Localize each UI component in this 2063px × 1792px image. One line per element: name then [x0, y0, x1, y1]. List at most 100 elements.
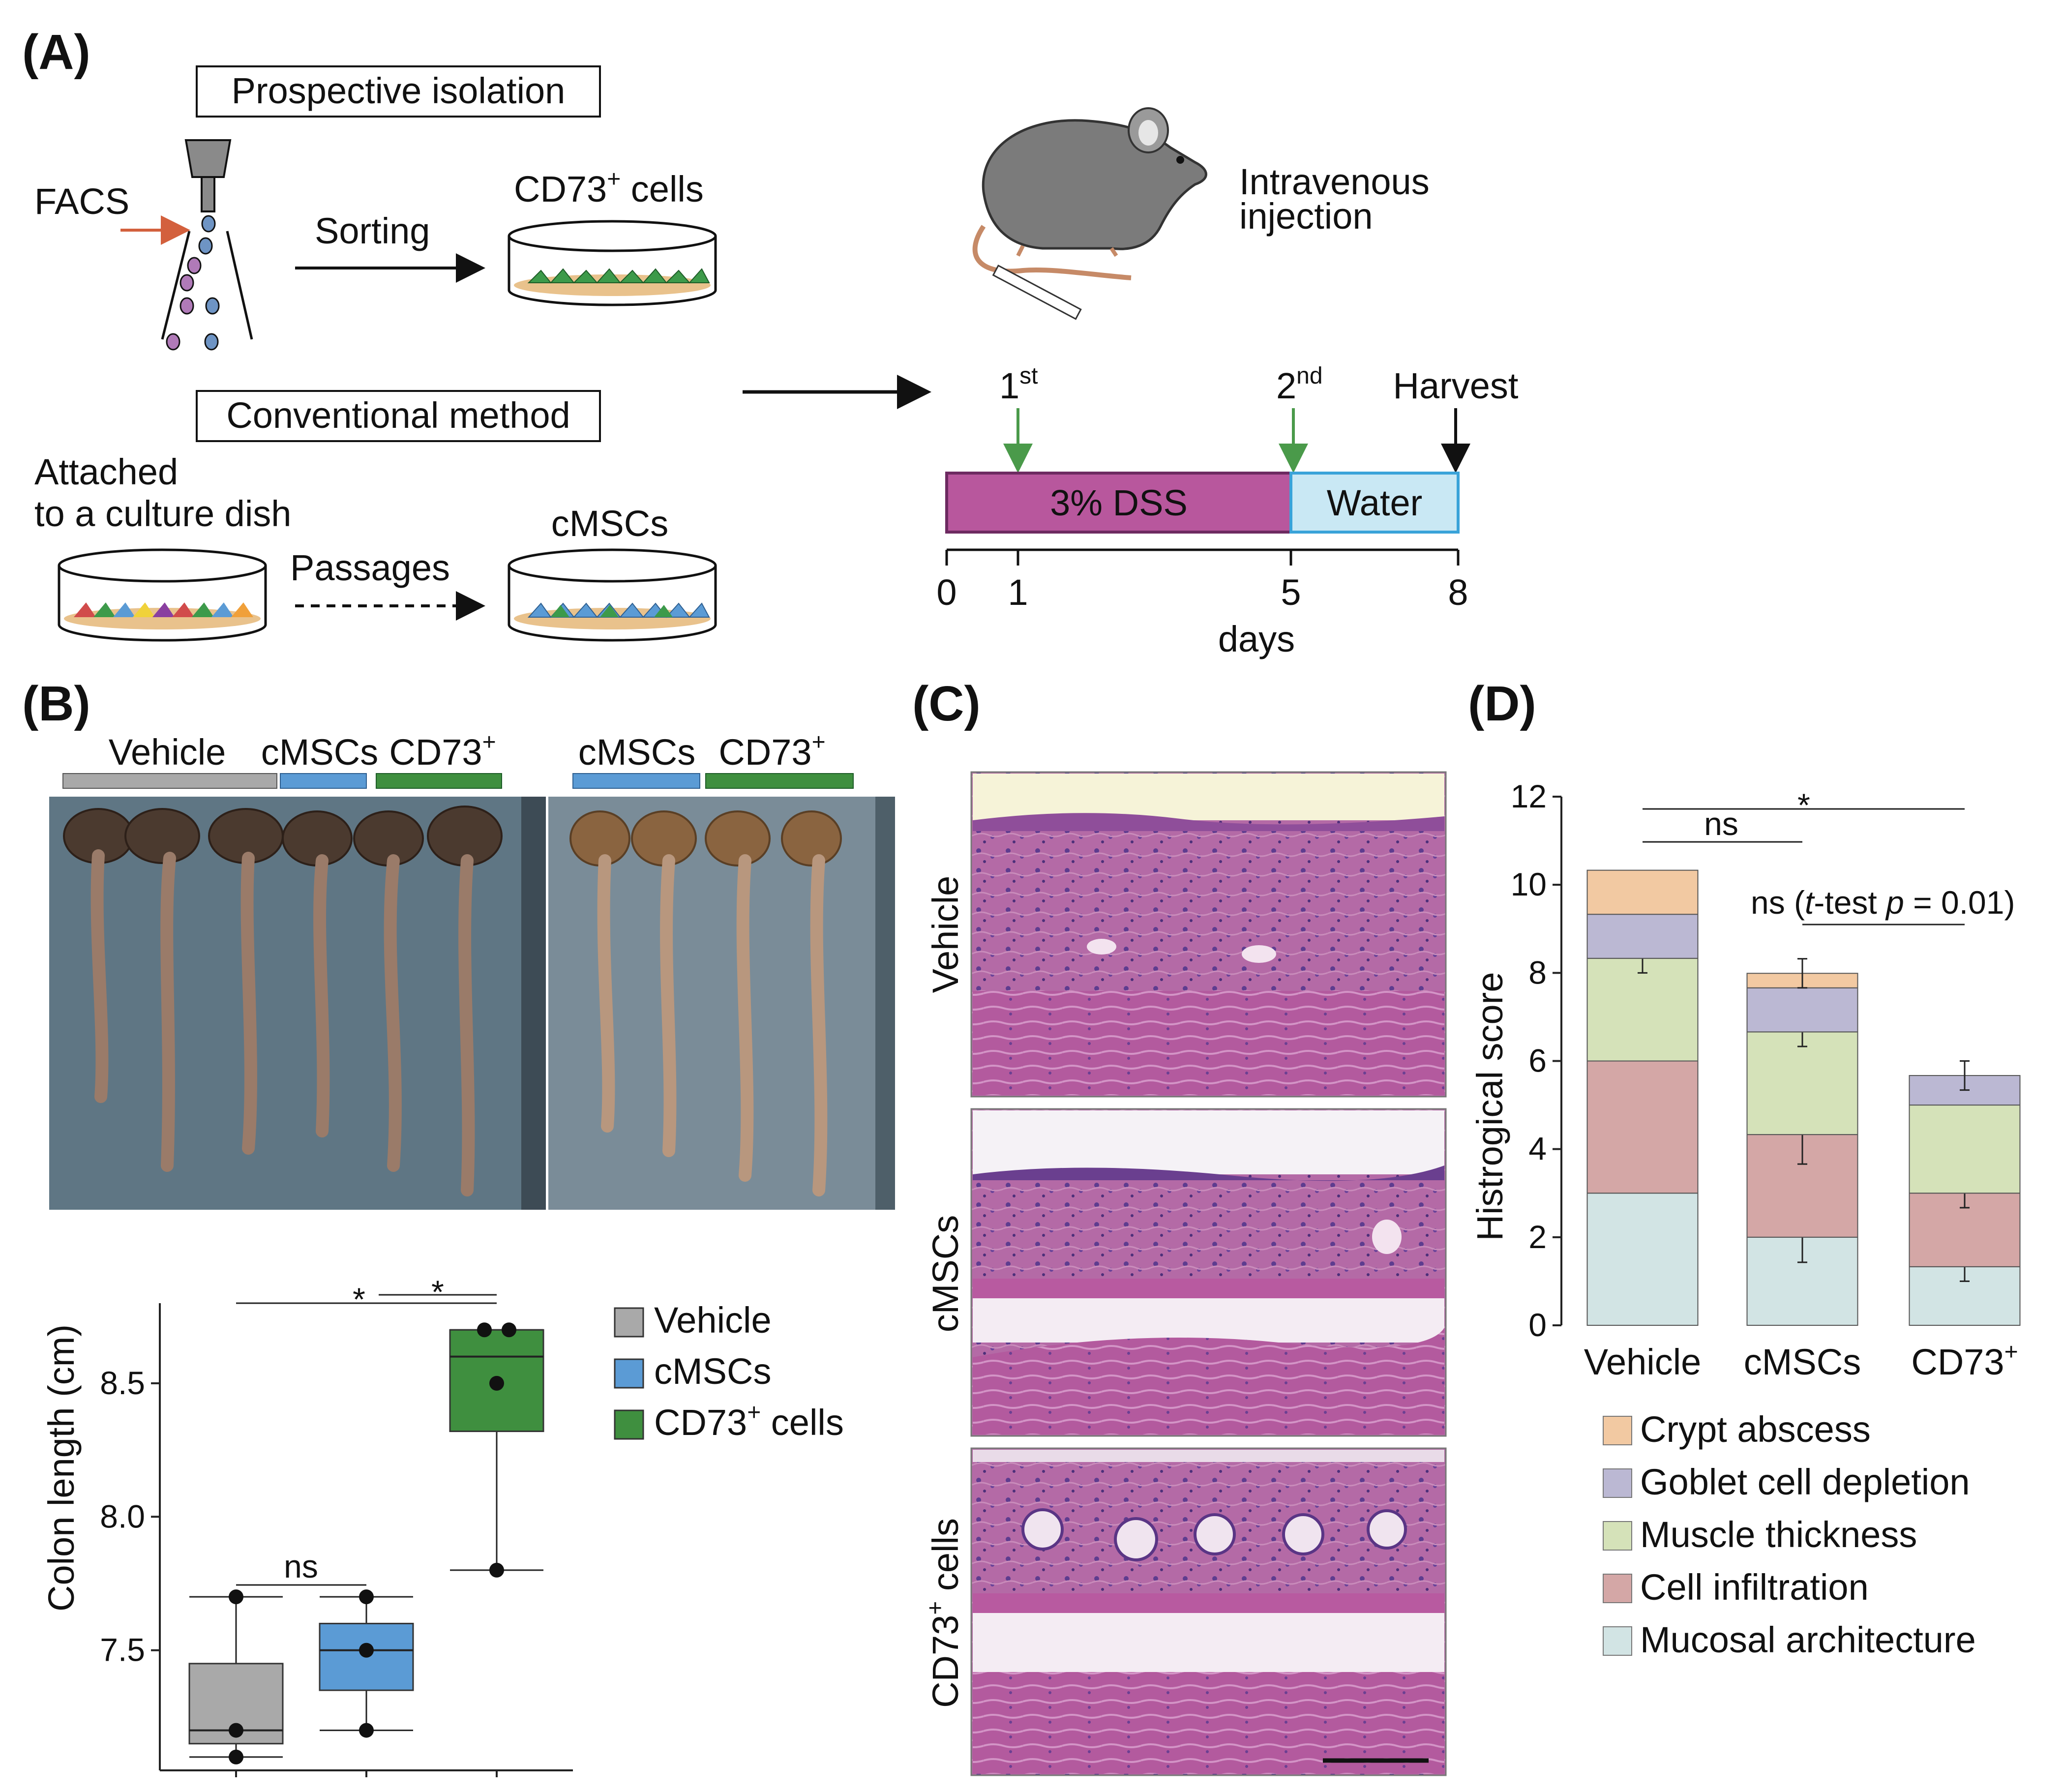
boxplot-ytick-label: 8.0 [100, 1498, 145, 1534]
boxplot-sig-label: * [431, 1274, 444, 1310]
cd73-culture-dish-icon [508, 220, 717, 306]
boxplot-ytick-label: 8.5 [100, 1365, 145, 1401]
prospective-isolation-box [196, 65, 601, 118]
passages-label: Passages [290, 547, 450, 588]
histology-label-cmscs: cMSCs [925, 1215, 966, 1332]
panel-a-letter: (A) [22, 25, 90, 80]
attached-label-line1: Attached [34, 451, 178, 492]
sorting-label: Sorting [315, 210, 430, 251]
score-bar-segment [1746, 987, 1858, 1033]
second-injection-label: 2nd [1276, 363, 1323, 406]
score-legend-swatch [1603, 1521, 1632, 1551]
score-bar-segment [1586, 914, 1699, 959]
boxplot-legend-swatch [614, 1409, 644, 1440]
score-chart-ylabel: Histrogical score [1469, 972, 1510, 1241]
harvest-label: Harvest [1393, 365, 1519, 406]
photo-label-vehicle: Vehicle [109, 732, 226, 773]
photo-label-cmscs-2: cMSCs [578, 732, 695, 773]
score-sig-ttest-label: ns (t-test p = 0.01) [1751, 884, 2015, 921]
boxplot-sig-label: ns [284, 1548, 318, 1584]
facs-nozzle-icon [161, 139, 253, 351]
day-tick-5: 5 [1281, 572, 1301, 613]
dss-label: 3% DSS [1050, 482, 1188, 523]
panel-d-letter: (D) [1468, 676, 1536, 731]
score-bar-segment [1586, 869, 1699, 915]
score-ytick-label: 10 [1511, 866, 1547, 902]
vehicle-group-bar [62, 773, 277, 789]
score-legend-label: Crypt abscess [1640, 1409, 1871, 1450]
score-bar-segment [1586, 1193, 1699, 1326]
photo-label-cmscs: cMSCs [261, 732, 378, 773]
score-category-label: Vehicle [1584, 1342, 1702, 1382]
box-data-point [489, 1375, 504, 1391]
score-legend-label: Mucosal architecture [1640, 1619, 1976, 1660]
days-label: days [1218, 619, 1295, 659]
score-ytick-label: 8 [1528, 954, 1547, 990]
box-data-point [477, 1322, 492, 1338]
boxplot-legend-swatch [614, 1307, 644, 1338]
facs-label: FACS [34, 181, 129, 222]
score-legend-swatch [1603, 1416, 1632, 1445]
score-sig-label: ns [1704, 806, 1738, 842]
cmscs-group-bar-2 [572, 773, 700, 789]
first-injection-label: 1st [999, 363, 1038, 406]
score-legend-label: Cell infiltration [1640, 1567, 1869, 1608]
photo-label-cd73-2: CD73+ [718, 729, 825, 773]
cmscs-culture-dish-icon [508, 548, 717, 642]
mixed-culture-dish-icon [58, 548, 267, 642]
mouse-icon [972, 107, 1207, 320]
colon-length-boxplot: 7.58.08.5**ns [100, 1274, 573, 1777]
score-ytick-label: 12 [1511, 778, 1547, 814]
colon-photo-left [49, 797, 546, 1210]
boxplot-sig-label: * [353, 1281, 365, 1317]
day-tick-8: 8 [1448, 572, 1468, 613]
score-legend-swatch [1603, 1468, 1632, 1498]
water-label: Water [1327, 482, 1423, 523]
cmscs-group-bar [280, 773, 367, 789]
score-category-label: CD73+ [1911, 1339, 2018, 1382]
panel-c-letter: (C) [912, 676, 981, 731]
panel-b: (B) Vehicle cMSCs CD73+ cMSCs CD73+ [22, 676, 895, 1777]
boxplot-legend-label: CD73+ cells [654, 1400, 844, 1443]
score-ytick-label: 6 [1528, 1043, 1547, 1079]
score-category-label: cMSCs [1744, 1342, 1861, 1382]
boxplot-legend-swatch [614, 1358, 644, 1389]
score-sig-label: * [1797, 787, 1810, 823]
histology-label-cd73: CD73+ cells [923, 1518, 966, 1708]
water-period-bar [1289, 472, 1460, 534]
score-ytick-label: 0 [1528, 1307, 1547, 1343]
score-legend-swatch [1603, 1626, 1632, 1656]
conventional-method-label: Conventional method [226, 395, 570, 436]
panel-b-letter: (B) [22, 676, 90, 731]
cd73-group-bar [376, 773, 502, 789]
box-data-point [359, 1643, 374, 1658]
histology-image-vehicle [970, 771, 1447, 1098]
box-1 [319, 1622, 414, 1691]
score-ytick-label: 4 [1528, 1131, 1547, 1167]
score-legend-swatch [1603, 1574, 1632, 1603]
histology-image-cmscs [970, 1108, 1447, 1437]
attached-label-line2: to a culture dish [34, 493, 291, 534]
box-data-point [502, 1322, 516, 1338]
prospective-isolation-label: Prospective isolation [232, 70, 566, 111]
box-data-point [229, 1723, 243, 1738]
cmscs-label: cMSCs [551, 503, 668, 544]
day-tick-0: 0 [936, 572, 957, 613]
colon-photo-right [548, 797, 895, 1210]
score-bar-segment [1586, 1060, 1699, 1194]
histology-image-cd73 [970, 1447, 1447, 1776]
box-data-point [359, 1723, 374, 1738]
injection-label-line2: injection [1239, 196, 1373, 237]
box-data-point [229, 1589, 243, 1605]
box-data-point [359, 1589, 374, 1605]
conventional-method-box [196, 390, 601, 442]
boxplot-legend-label: cMSCs [654, 1351, 771, 1392]
score-legend-label: Muscle thickness [1640, 1514, 1917, 1555]
panel-c: (C) [912, 676, 1447, 1776]
score-bar-segment [1586, 957, 1699, 1062]
